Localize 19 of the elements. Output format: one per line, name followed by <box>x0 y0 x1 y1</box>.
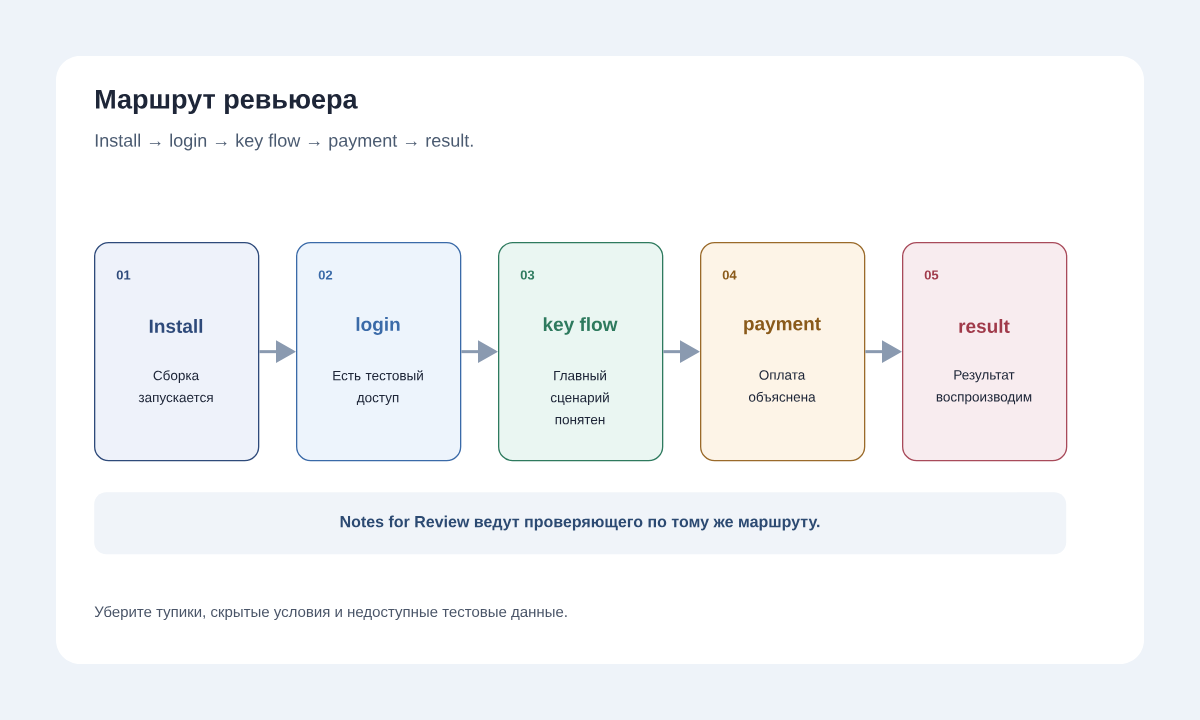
step-title: Install <box>149 319 203 333</box>
step-title: key flow <box>543 317 618 335</box>
note-text: Notes for Review ведут проверяющего по тому же маршруту. <box>340 515 820 531</box>
step-description: Результат воспроизводим <box>936 370 1032 405</box>
footer-note: Уберите тупики, скрытые условия и недоступные тестовые данные. <box>94 605 567 621</box>
step-title: login <box>356 317 400 335</box>
step-description: Есть тестовый доступ <box>333 370 423 405</box>
step-description: Главный сценарий понятен <box>550 370 609 425</box>
subtitle: Install → login → key flow → payment → result. <box>95 133 473 151</box>
step-number: 02 <box>318 270 333 280</box>
step-number: 03 <box>520 270 535 280</box>
title: Маршрут ревьюера <box>96 89 358 115</box>
step-description: Сборка запускается <box>138 370 213 405</box>
step-title: payment <box>744 317 821 335</box>
step-description: Оплата объяснена <box>748 370 816 402</box>
step-number: 01 <box>116 270 131 280</box>
step-number: 04 <box>722 270 737 280</box>
step-title: result <box>959 319 1010 333</box>
step-number: 05 <box>924 270 939 280</box>
